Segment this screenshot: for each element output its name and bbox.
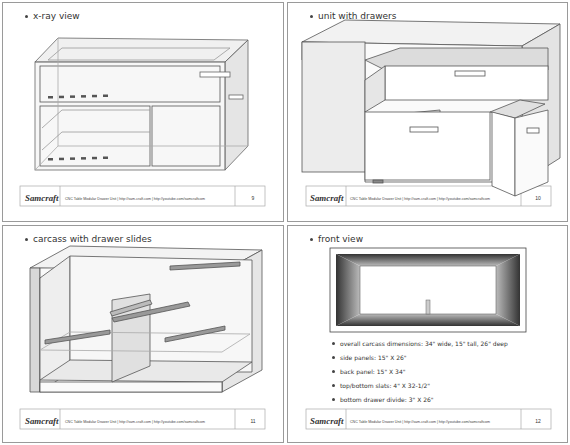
bullet-dot [332, 398, 335, 401]
dimension-bullet: bottom drawer divide: 3" X 26" [340, 396, 434, 403]
front-view-carcass [330, 248, 526, 332]
page-number: 9 [252, 195, 255, 201]
page-title: carcass with drawer slides [33, 234, 152, 244]
page-panel: x-ray viewSamcraft CNC Table Modular Draw… [2, 2, 284, 222]
bullet-dot [310, 238, 313, 241]
page-panel: carcass with drawer slidesSamcraft CNC Ta… [2, 225, 284, 443]
page-title: unit with drawers [318, 11, 396, 21]
dimension-bullet: top/bottom slats: 4" X 32-1/2" [340, 382, 430, 389]
bullet-dot [332, 342, 335, 345]
logo-text: Samcraft [310, 193, 344, 203]
logo-text: Samcraft [25, 193, 59, 203]
logo-text: Samcraft [25, 416, 59, 426]
bullet-dot [332, 356, 335, 359]
dimension-bullet: back panel: 15" X 34" [340, 368, 405, 375]
footer-text: CNC Table Modular Drawer Unit | http://s… [350, 197, 490, 201]
footer-frames [20, 186, 551, 429]
logo-text: Samcraft [310, 416, 344, 426]
bullet-dot [310, 15, 313, 18]
xray-slide-holes [48, 95, 108, 161]
page-number: 12 [535, 418, 541, 424]
bullet-dot [25, 238, 28, 241]
carcass-with-slides [30, 246, 262, 392]
cabinet-with-drawers [302, 20, 560, 196]
page-title: front view [318, 234, 363, 244]
page-panel: front viewSamcraft CNC Table Modular Draw… [287, 225, 568, 443]
footer-text: CNC Table Modular Drawer Unit | http://s… [350, 420, 490, 424]
bullet-dot [332, 384, 335, 387]
footer-text: CNC Table Modular Drawer Unit | http://s… [65, 197, 205, 201]
dimension-bullet: side panels: 15" X 26" [340, 354, 407, 361]
page-title: x-ray view [33, 11, 80, 21]
xray-cabinet [35, 38, 248, 170]
bullet-dot [25, 15, 28, 18]
page-number: 10 [535, 195, 541, 201]
page-number: 11 [250, 418, 255, 424]
dimension-bullet: overall carcass dimensions: 34" wide, 15… [340, 340, 508, 347]
bullet-dot [332, 370, 335, 373]
page-panel: unit with drawersSamcraft CNC Table Modul… [287, 2, 568, 222]
footer-text: CNC Table Modular Drawer Unit | http://s… [65, 420, 205, 424]
